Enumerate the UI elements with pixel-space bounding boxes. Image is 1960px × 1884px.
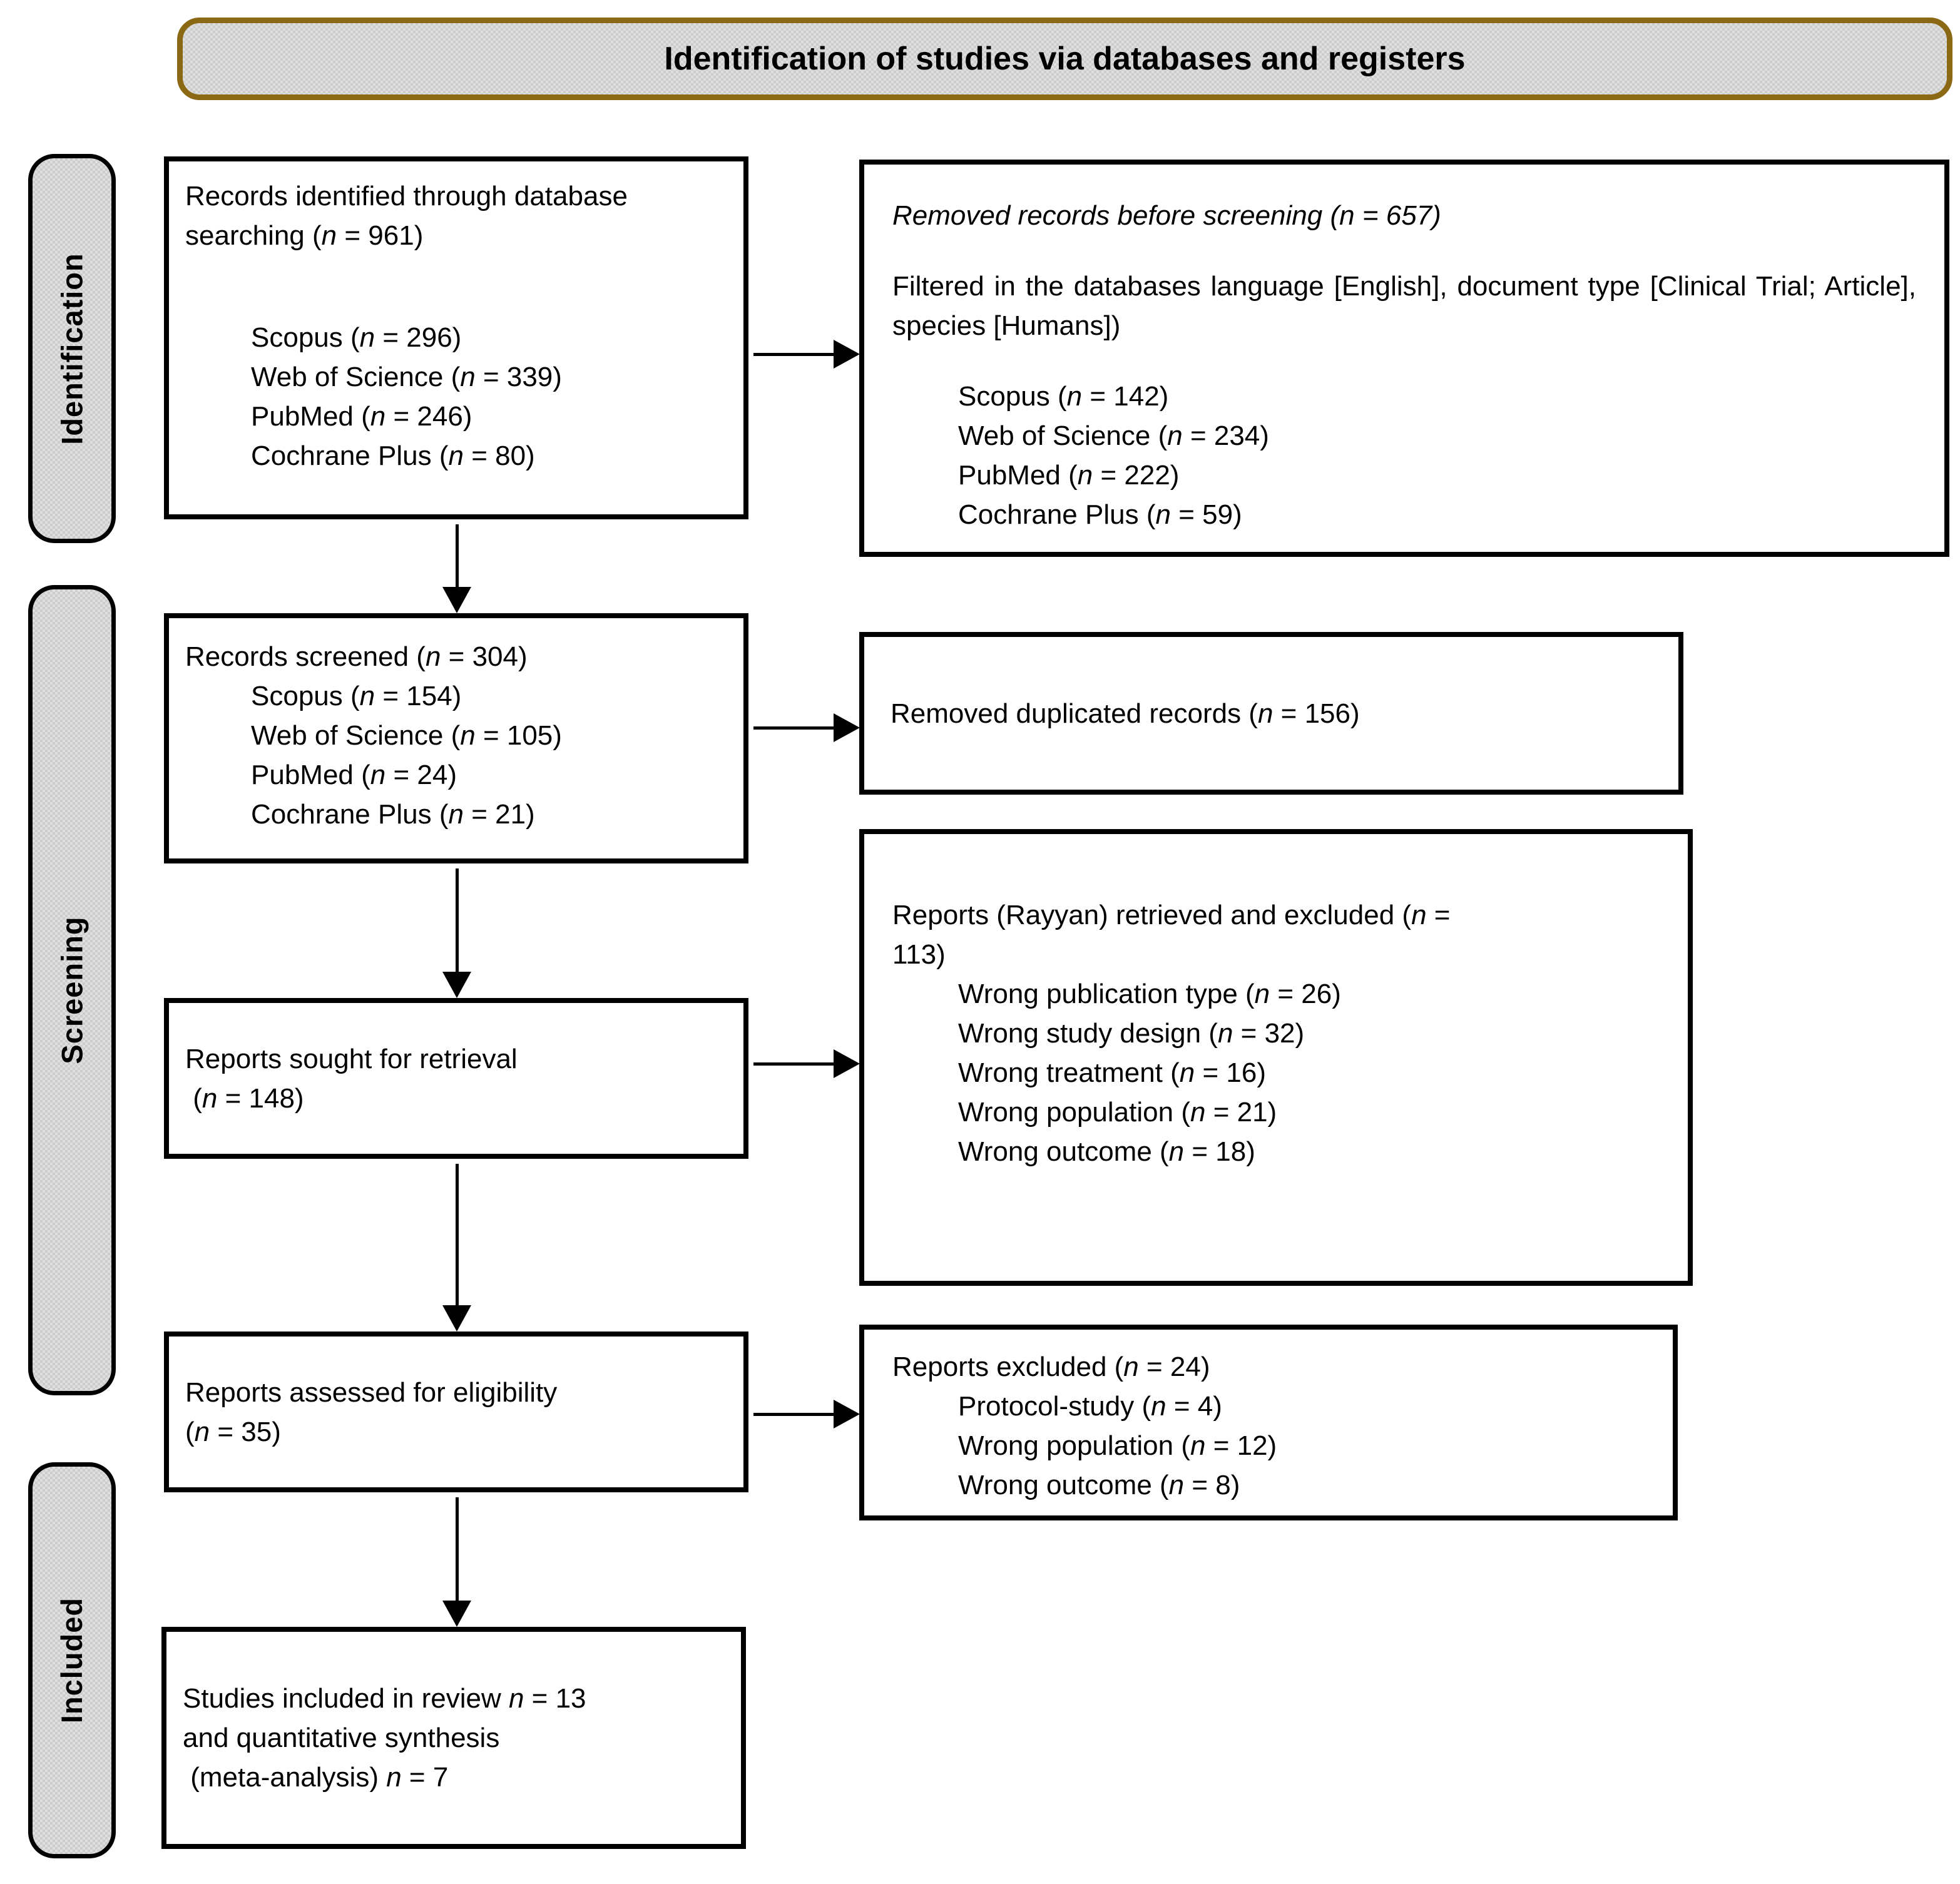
text-line: Filtered in the databases language [Engl… [892,271,1916,341]
stage-label-text: Included [55,1597,89,1724]
text-line: PubMed (n = 222) [958,460,1180,491]
arrow-line-screened-to-duplicates [753,726,835,730]
text-line: Scopus (n = 142) [958,381,1169,412]
text-line: Scopus (n = 154) [251,681,462,711]
arrow-line-identified-to-removed [753,353,835,356]
text-line: Web of Science (n = 339) [251,362,562,392]
text-line [892,235,1916,267]
box-records-identified: Records identified through database sear… [164,156,748,519]
arrow-line-sought-to-excluded-rayyan [753,1062,835,1066]
text-line: Removed records before screening (n = 65… [892,200,1441,231]
title-banner: Identification of studies via databases … [177,18,1952,100]
text-line: Records identified through database sear… [185,181,636,251]
box-removed-duplicates: Removed duplicated records (n = 156) [859,632,1683,795]
text-line: Wrong study design (n = 32) [958,1018,1305,1049]
text-line [185,255,731,287]
text-line: (n = 35) [185,1416,281,1447]
text-line: Wrong outcome (n = 8) [958,1470,1240,1500]
text-line: Wrong publication type (n = 26) [958,979,1341,1009]
arrow-line-sought-to-assessed [456,1164,459,1306]
text-line: (meta-analysis) n = 7 [183,1762,449,1793]
text-line: and quantitative synthesis [183,1723,500,1753]
box-studies-included: Studies included in review n = 13 and qua… [161,1627,746,1849]
text-line: Scopus (n = 296) [251,322,462,353]
stage-label-identification: Identification [28,154,116,543]
text-line [185,287,731,318]
text-line: Web of Science (n = 234) [958,420,1269,451]
box-records-screened: Records screened (n = 304) Scopus (n = 15… [164,613,748,863]
box-reports-assessed: Reports assessed for eligibility (n = 35) [164,1332,748,1492]
text-line: PubMed (n = 24) [251,760,457,790]
text-line: 113) [892,939,946,970]
text-line: Protocol-study (n = 4) [958,1391,1222,1422]
text-line: Records screened (n = 304) [185,641,528,672]
stage-label-text: Identification [55,252,89,445]
text-line: (n = 148) [185,1082,304,1114]
arrowhead-right-icon [834,340,860,369]
arrowhead-right-icon [834,713,860,742]
text-line: Wrong treatment (n = 16) [958,1057,1266,1088]
text-line: Wrong population (n = 21) [958,1097,1277,1128]
stage-label-included: Included [28,1462,116,1858]
text-line: Wrong population (n = 12) [958,1430,1277,1461]
arrow-line-assessed-to-included [456,1497,459,1602]
arrowhead-down-icon [442,972,471,998]
text-line: Reports (Rayyan) retrieved and excluded … [892,900,1451,930]
arrowhead-down-icon [442,587,471,613]
arrowhead-right-icon [834,1049,860,1078]
text-line: PubMed (n = 246) [251,401,472,432]
box-reports-excluded: Reports excluded (n = 24) Protocol-study … [859,1325,1678,1520]
text-line: Reports excluded (n = 24) [892,1352,1210,1382]
text-line: Reports sought for retrieval [185,1043,518,1074]
text-line: Wrong outcome (n = 18) [958,1136,1255,1167]
box-reports-retrieved-excluded: Reports (Rayyan) retrieved and excluded … [859,829,1693,1286]
arrowhead-down-icon [442,1305,471,1332]
stage-label-text: Screening [55,916,89,1064]
text-line [892,345,1916,377]
text-line: Cochrane Plus (n = 59) [958,499,1242,530]
arrowhead-right-icon [834,1400,860,1428]
text-line: Studies included in review n = 13 [183,1683,586,1714]
arrowhead-down-icon [442,1601,471,1627]
stage-label-screening: Screening [28,585,116,1395]
arrow-line-assessed-to-excluded [753,1413,835,1416]
text-line: Cochrane Plus (n = 80) [251,440,535,471]
text-line: Removed duplicated records (n = 156) [891,698,1360,729]
text-line: Reports assessed for eligibility [185,1377,558,1408]
text-line: Cochrane Plus (n = 21) [251,799,535,830]
arrow-line-screened-to-sought [456,868,459,973]
box-removed-before-screening: Removed records before screening (n = 65… [859,160,1949,557]
page-title: Identification of studies via databases … [664,41,1466,77]
box-reports-sought: Reports sought for retrieval (n = 148) [164,998,748,1159]
arrow-line-identified-to-screened [456,524,459,588]
text-line: Web of Science (n = 105) [251,720,562,751]
